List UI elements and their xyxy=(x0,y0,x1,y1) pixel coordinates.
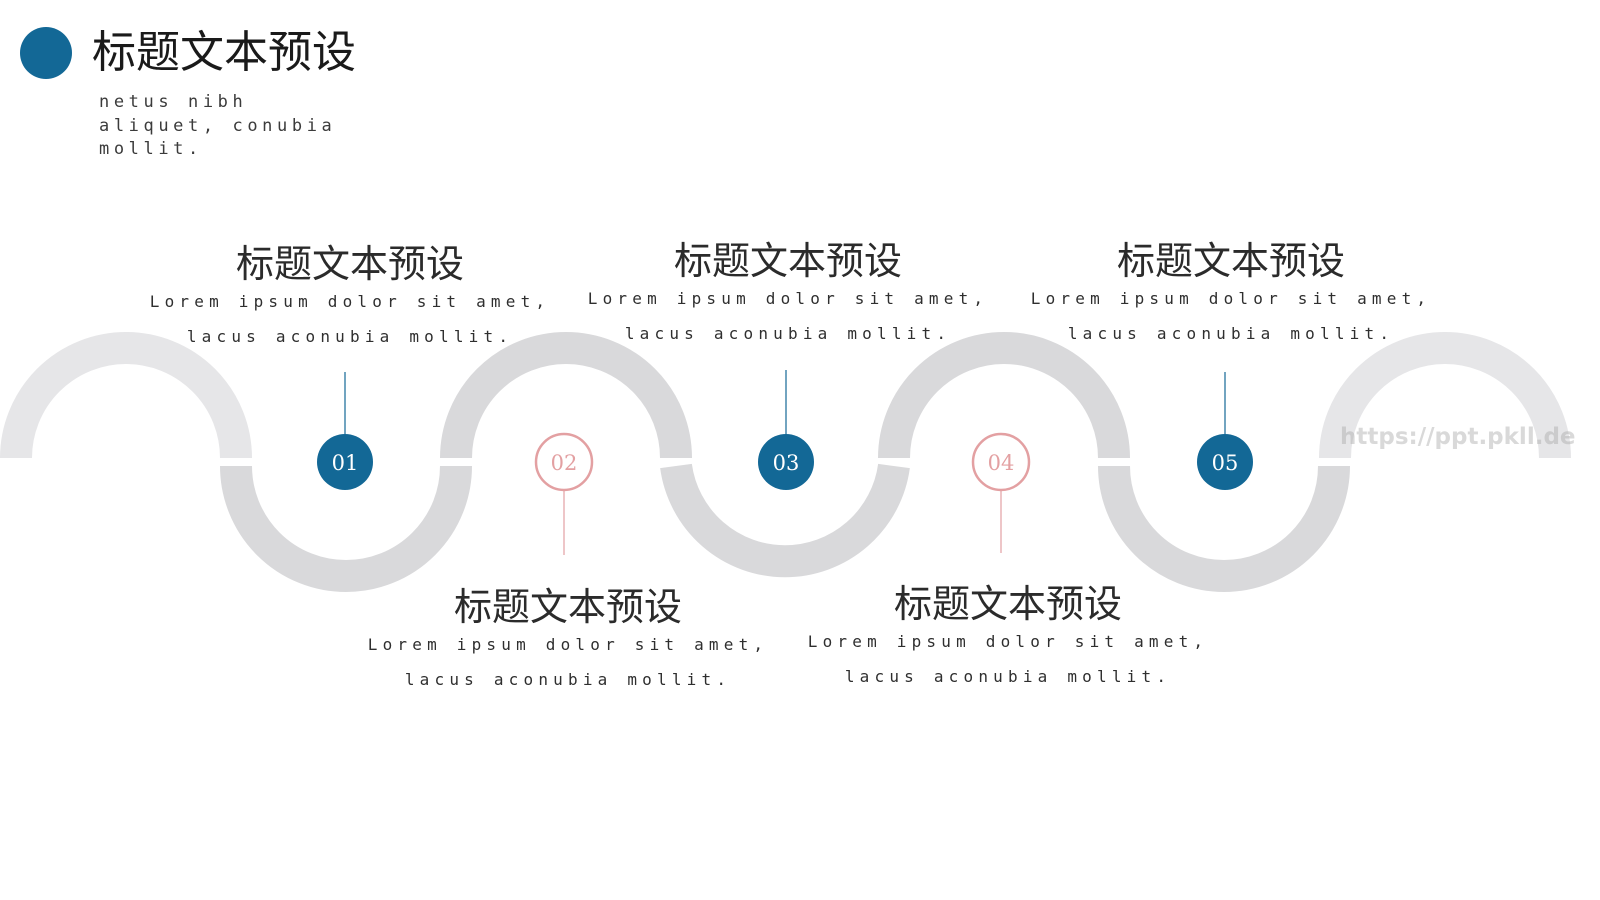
wave-arc-bottom-3 xyxy=(1098,465,1350,592)
step-title-03: 标题文本预设 xyxy=(673,239,902,283)
step-number: 03 xyxy=(773,451,800,475)
step-marker-05: 05 xyxy=(1197,434,1253,490)
step-number: 05 xyxy=(1212,451,1239,475)
step-desc-line: lacus aconubia mollit. xyxy=(844,667,1172,686)
step-number: 01 xyxy=(332,451,359,475)
step-number: 02 xyxy=(551,451,578,475)
page-subtitle: netus nibh aliquet, conubia mollit. xyxy=(99,91,336,162)
step-desc-line: lacus aconubia mollit. xyxy=(624,324,952,343)
step-marker-02: 02 xyxy=(534,432,594,492)
step-desc-line: lacus aconubia mollit. xyxy=(1067,324,1395,343)
step-desc-line: Lorem ipsum dolor sit amet, xyxy=(367,635,769,654)
step-desc-line: Lorem ipsum dolor sit amet, xyxy=(149,292,551,311)
title-bullet-dot xyxy=(20,27,72,79)
step-title-01: 标题文本预设 xyxy=(235,242,464,286)
step-desc-line: lacus aconubia mollit. xyxy=(404,670,732,689)
step-desc-02: Lorem ipsum dolor sit amet, lacus aconub… xyxy=(328,627,808,697)
step-number: 04 xyxy=(988,451,1015,475)
wave-arc-top-1 xyxy=(0,332,252,459)
wave-arc-bottom-1 xyxy=(220,465,472,592)
page-title: 标题文本预设 xyxy=(92,27,356,78)
step-marker-01: 01 xyxy=(317,434,373,490)
wave-arc-bottom-2 xyxy=(660,463,910,578)
wave-arc-top-4 xyxy=(1319,332,1571,459)
watermark: https://ppt.pkll.de xyxy=(1340,424,1576,450)
subtitle-line: aliquet, conubia xyxy=(99,115,337,136)
step-title-02: 标题文本预设 xyxy=(453,585,682,629)
step-desc-line: Lorem ipsum dolor sit amet, xyxy=(807,632,1209,651)
step-desc-line: Lorem ipsum dolor sit amet, xyxy=(1030,289,1432,308)
step-desc-03: Lorem ipsum dolor sit amet, lacus aconub… xyxy=(548,281,1028,351)
subtitle-line: mollit. xyxy=(99,139,203,159)
step-desc-01: Lorem ipsum dolor sit amet, lacus aconub… xyxy=(110,284,590,354)
wave-arc-top-3 xyxy=(878,332,1130,459)
step-desc-line: lacus aconubia mollit. xyxy=(186,327,514,346)
step-marker-04: 04 xyxy=(971,432,1031,492)
step-marker-03: 03 xyxy=(758,434,814,490)
subtitle-line: netus nibh xyxy=(99,92,248,112)
step-desc-04: Lorem ipsum dolor sit amet, lacus aconub… xyxy=(768,624,1248,694)
step-desc-line: Lorem ipsum dolor sit amet, xyxy=(587,289,989,308)
step-desc-05: Lorem ipsum dolor sit amet, lacus aconub… xyxy=(991,281,1471,351)
step-title-04: 标题文本预设 xyxy=(893,582,1122,626)
wave-arc-top-2 xyxy=(440,332,692,459)
step-title-05: 标题文本预设 xyxy=(1116,239,1345,283)
